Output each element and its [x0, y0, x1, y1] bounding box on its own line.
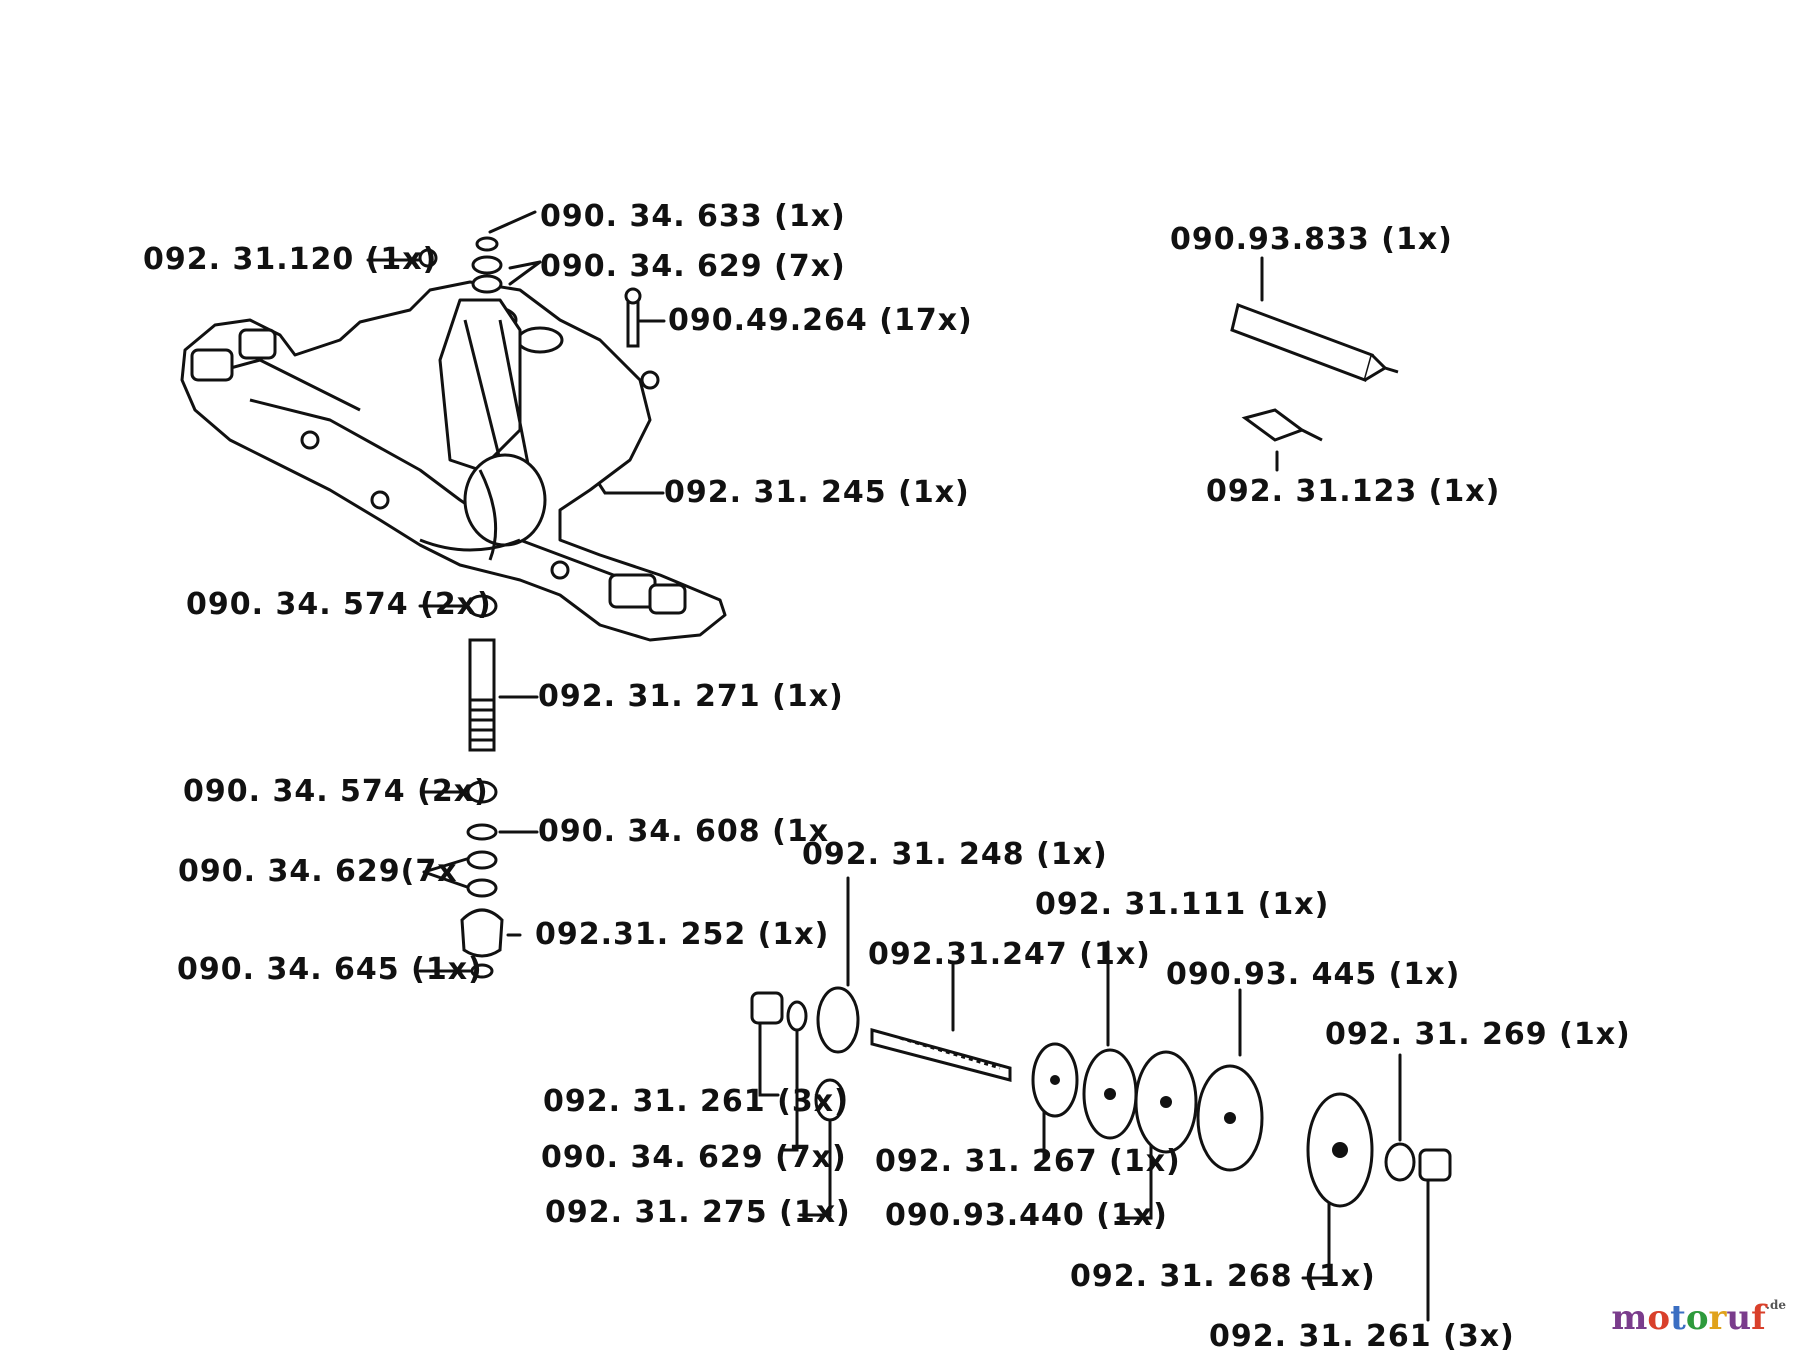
top-fittings [418, 236, 642, 348]
watermark-letter: u [1726, 1298, 1752, 1338]
part-label: 090. 34. 629 (7x) [541, 1140, 847, 1175]
watermark-letter: m [1611, 1298, 1648, 1338]
part-label: 092. 31. 268 (1x) [1070, 1259, 1376, 1294]
watermark-tld: .de [1765, 1298, 1786, 1312]
leader-line [798, 1093, 832, 1217]
leader-line [758, 998, 780, 1097]
part-label: 090. 34. 629(7x [178, 854, 458, 889]
part-label: 090.93.833 (1x) [1170, 222, 1453, 257]
part-label: 092. 31.111 (1x) [1035, 887, 1330, 922]
part-label: 090. 34. 608 (1x [538, 814, 830, 849]
part-label: 090.49.264 (17x) [668, 303, 973, 338]
part-label: 090. 34. 645 (1x) [177, 952, 483, 987]
leader-line [422, 856, 472, 890]
leader-line [508, 260, 542, 286]
part-label: 092. 31. 271 (1x) [538, 679, 844, 714]
watermark-letter: t [1670, 1298, 1686, 1338]
part-label: 092. 31. 261 (3x) [1209, 1319, 1515, 1354]
part-label: 090. 34. 574 (2x) [186, 587, 492, 622]
part-label: 092. 31. 248 (1x) [802, 837, 1108, 872]
part-label: 090. 34. 629 (7x) [540, 249, 846, 284]
part-label: 092. 31. 275 (1x) [545, 1195, 851, 1230]
part-label: 092.31. 252 (1x) [535, 917, 830, 952]
grease-tube [1230, 303, 1399, 442]
motoruf-watermark: motoruf.de [1611, 1298, 1786, 1338]
part-label: 092. 31. 245 (1x) [664, 475, 970, 510]
leader-line [1301, 1188, 1331, 1280]
part-label: 090.93. 445 (1x) [1166, 957, 1461, 992]
part-label: 092. 31. 261 (3x) [543, 1084, 849, 1119]
watermark-letter: o [1685, 1298, 1709, 1338]
part-label: 090. 34. 633 (1x) [540, 199, 846, 234]
part-label: 092.31.247 (1x) [868, 937, 1151, 972]
watermark-text: motoruf [1611, 1298, 1765, 1338]
part-label: 092. 31.123 (1x) [1206, 474, 1501, 509]
part-label: 092. 31. 269 (1x) [1325, 1017, 1631, 1052]
watermark-letter: o [1647, 1298, 1671, 1338]
leader-line [488, 210, 537, 234]
leader-line [781, 1013, 799, 1152]
watermark-letter: f [1751, 1298, 1766, 1338]
part-label: 090. 34. 574 (2x) [183, 774, 489, 809]
part-label: 092. 31.120 (1x) [143, 242, 438, 277]
transaxle-housing [180, 280, 727, 642]
vertical-shaft-stack [460, 594, 504, 979]
watermark-letter: r [1708, 1298, 1727, 1338]
part-label: 092. 31. 267 (1x) [875, 1144, 1181, 1179]
part-label: 090.93.440 (1x) [885, 1198, 1168, 1233]
gear-train [750, 986, 1452, 1208]
